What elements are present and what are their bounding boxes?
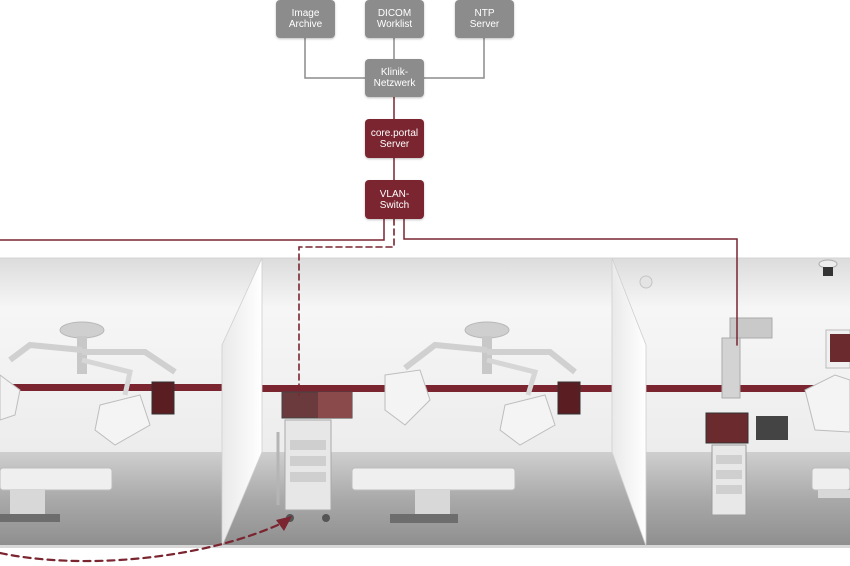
or-room-3 bbox=[639, 259, 850, 516]
or-table bbox=[811, 467, 850, 498]
link-vlan-room2-dashed bbox=[298, 218, 395, 396]
or-room-1 bbox=[0, 321, 177, 522]
mobile-cart bbox=[276, 391, 353, 522]
ntp-server-node: NTP Server bbox=[455, 0, 514, 38]
wall-accent-stripe-2 bbox=[262, 385, 612, 392]
surgical-light bbox=[384, 369, 556, 446]
ceiling-camera bbox=[818, 259, 838, 276]
or-room-2 bbox=[276, 321, 581, 523]
floor-edge bbox=[0, 545, 850, 548]
wall-accent-stripe-1 bbox=[0, 384, 222, 391]
link-image-archive bbox=[304, 37, 366, 79]
monitor bbox=[557, 381, 581, 415]
image-archive-node: Image Archive bbox=[276, 0, 335, 38]
or-table bbox=[0, 467, 113, 522]
equipment-tower bbox=[705, 412, 788, 516]
surgical-light bbox=[0, 374, 151, 446]
arrowhead bbox=[276, 516, 292, 531]
klinik-netzwerk-node: Klinik- Netzwerk bbox=[365, 59, 424, 97]
link-vlan-room3 bbox=[403, 218, 738, 346]
network-links bbox=[0, 37, 738, 563]
wall-accent-stripe-3 bbox=[646, 385, 850, 392]
dicom-worklist-node: DICOM Worklist bbox=[365, 0, 424, 38]
partition-wall-1 bbox=[221, 257, 263, 547]
core-portal-server-node: core.portal Server bbox=[365, 119, 424, 158]
link-vlan-room1 bbox=[0, 218, 385, 241]
monitor bbox=[151, 381, 175, 415]
or-table bbox=[351, 467, 516, 523]
vlan-switch-node: VLAN- Switch bbox=[365, 180, 424, 219]
ceiling-mount bbox=[59, 321, 105, 339]
partition-wall-2 bbox=[611, 257, 647, 547]
ceiling-mount bbox=[464, 321, 510, 339]
link-ntp bbox=[423, 37, 485, 79]
